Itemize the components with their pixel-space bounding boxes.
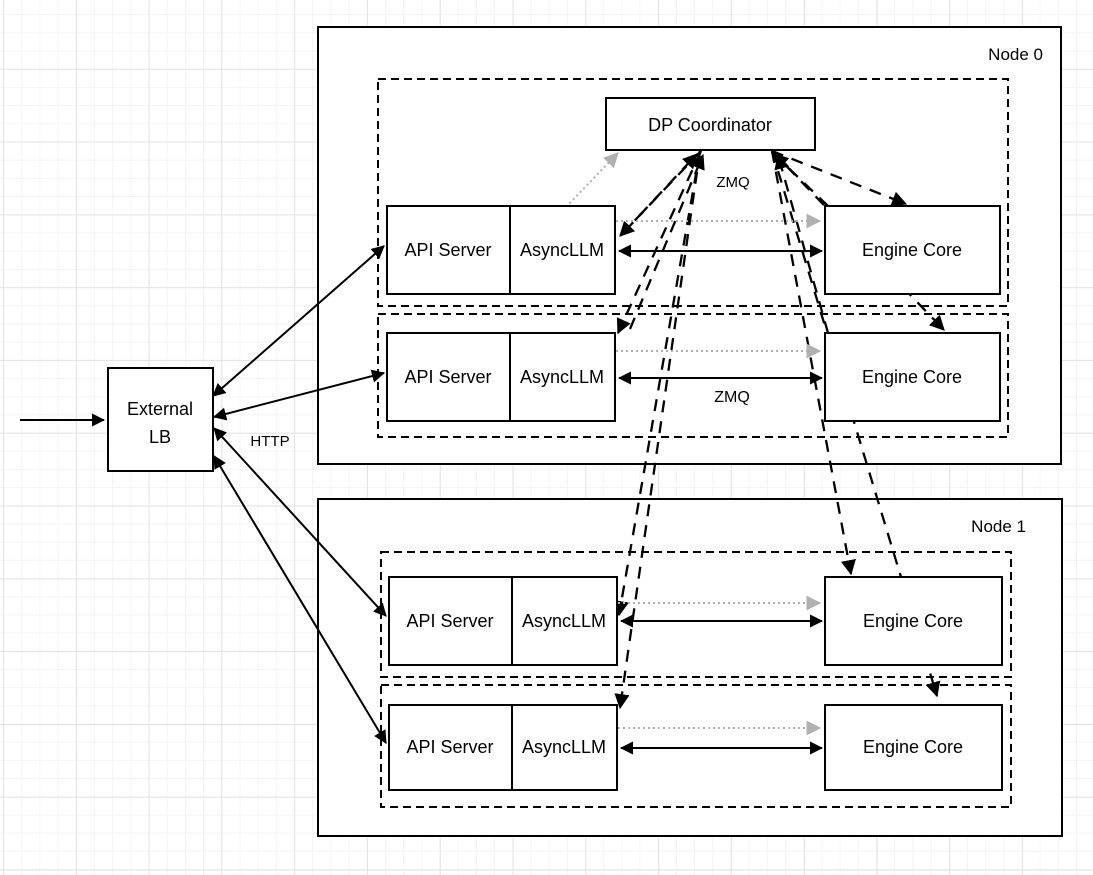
coord-to-engine-n1r2-arrow	[770, 150, 941, 698]
lb-to-api-n1r2-arrow	[213, 455, 387, 744]
external-lb-label-line2: LB	[149, 427, 171, 447]
external-lb-box: External LB	[107, 367, 214, 472]
lb-to-api-n0r2-arrow	[212, 369, 386, 421]
external-lb-label-line1: External	[127, 399, 193, 419]
api-asyncllm-n0r2-box: API Server AsyncLLM	[386, 332, 616, 422]
replica-group-n1r2-box	[380, 684, 1012, 808]
coord-to-engine-n0r1-arrow	[771, 149, 908, 206]
node1-title: Node 1	[971, 517, 1026, 536]
engine-core-label: Engine Core	[862, 240, 962, 260]
asyncllm-label: AsyncLLM	[522, 611, 606, 631]
engine-core-label: Engine Core	[862, 367, 962, 387]
engine-core-label: Engine Core	[863, 611, 963, 631]
api-server-label: API Server	[406, 611, 493, 631]
api-asyncllm-n1r2-box: API Server AsyncLLM	[388, 704, 618, 791]
api-server-label: API Server	[404, 367, 491, 387]
node0-title: Node 0	[988, 45, 1043, 64]
zmq-row-label: ZMQ	[714, 389, 750, 406]
engine-core-n1r1-box: Engine Core	[824, 576, 1003, 666]
dp-coordinator-label: DP Coordinator	[648, 115, 772, 135]
api-asyncllm-n1r1-box: API Server AsyncLLM	[388, 576, 618, 666]
solid-arrows	[20, 244, 824, 755]
engine-core-n0r1-box: Engine Core	[824, 205, 1001, 295]
replica-group-n0r1-box	[377, 78, 1009, 307]
api-server-label: API Server	[404, 240, 491, 260]
dotted-arrows	[616, 213, 822, 736]
asyncllm-label: AsyncLLM	[522, 737, 606, 757]
asyncllm-label: AsyncLLM	[520, 240, 604, 260]
asyncllm-n0r2-to-coord-arrow	[628, 153, 705, 330]
dp-coordinator-box: DP Coordinator	[605, 97, 816, 151]
coord-to-engine-n1r1-arrow	[770, 150, 856, 576]
engine-n0r2-to-coord-arrow	[774, 153, 830, 334]
engine-core-n1r2-box: Engine Core	[824, 704, 1003, 791]
api-server-label: API Server	[406, 737, 493, 757]
asyncllm-label: AsyncLLM	[520, 367, 604, 387]
engine-core-label: Engine Core	[863, 737, 963, 757]
engine-core-n0r2-box: Engine Core	[824, 332, 1001, 422]
http-label: HTTP	[250, 433, 289, 450]
asyncllm-n0r1-to-coord-arrow	[624, 153, 698, 232]
zmq-coordinator-label: ZMQ	[716, 174, 749, 191]
api-asyncllm-n0r1-box: API Server AsyncLLM	[386, 205, 616, 295]
